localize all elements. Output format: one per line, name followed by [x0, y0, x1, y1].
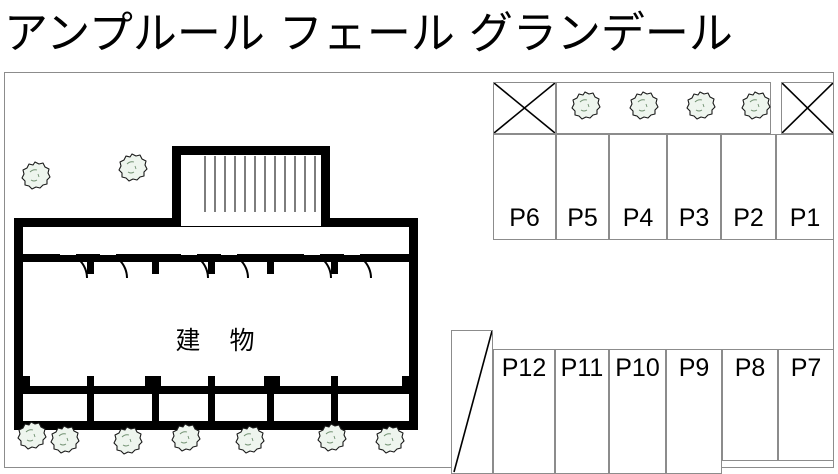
parking-stall-P6[interactable]: P6: [493, 134, 556, 240]
tree-icon: [314, 422, 348, 456]
unit-door-icon: [221, 226, 249, 278]
tree-icon: [568, 90, 602, 124]
cross-out-icon: [781, 82, 834, 134]
unit-door-icon: [304, 226, 332, 278]
corridor-wall: [14, 254, 418, 262]
parking-stall-P4[interactable]: P4: [609, 134, 667, 240]
balcony-divider: [208, 394, 215, 430]
balcony-divider: [331, 394, 338, 430]
parking-stall-P5[interactable]: P5: [556, 134, 609, 240]
balcony-post: [87, 376, 94, 394]
page-title-bar: アンプルール フェール グランデール: [0, 0, 838, 68]
parking-stall-label: P10: [615, 354, 660, 382]
parking-stall-label: P7: [790, 354, 822, 382]
stair-corridor-opening: [181, 212, 321, 226]
page-title: アンプルール フェール グランデール: [4, 8, 733, 59]
parking-stall-label: P5: [567, 204, 598, 232]
parking-stall-label: P8: [734, 354, 766, 382]
balcony-post: [145, 376, 161, 394]
building-block: 建 物: [14, 146, 418, 430]
unit-partition: [87, 262, 94, 274]
building-label: 建 物: [175, 326, 257, 355]
parking-row-top: P6 P5 P4 P3 P2 P1: [493, 82, 834, 240]
unit-door-icon: [344, 226, 372, 278]
parking-stall-label: P11: [560, 354, 604, 382]
balcony-divider: [152, 394, 159, 430]
parking-row-bottom: P12 P11 P10 P9 P8 P7: [451, 326, 834, 474]
tree-icon: [14, 420, 48, 454]
balcony-post: [208, 376, 215, 394]
tree-icon: [18, 160, 52, 194]
balcony-divider: [411, 394, 418, 430]
balcony-post: [264, 376, 280, 394]
unit-door-icon: [100, 226, 128, 278]
tree-icon: [47, 424, 81, 458]
balcony-divider: [14, 394, 21, 430]
tree-icon: [110, 425, 144, 459]
tree-icon: [626, 90, 660, 124]
staircase-icon: [204, 156, 320, 216]
unit-door-icon: [60, 226, 88, 278]
parking-stall-label: P4: [622, 204, 654, 232]
planting-strip: [556, 82, 771, 134]
parking-stall-P11[interactable]: P11: [555, 349, 609, 474]
tree-icon: [738, 90, 772, 124]
balcony-post: [331, 376, 338, 394]
parking-stall-P10[interactable]: P10: [609, 349, 666, 474]
parking-stall-P2[interactable]: P2: [721, 134, 776, 240]
parking-stall-label: P1: [789, 204, 821, 232]
ramp-icon: [451, 330, 493, 474]
parking-stall-P9[interactable]: P9: [666, 349, 722, 474]
unit-partition: [208, 262, 215, 274]
unit-partition: [331, 262, 338, 274]
parking-stall-P8[interactable]: P8: [722, 349, 778, 461]
unit-partition: [267, 262, 274, 274]
tree-icon: [115, 152, 149, 186]
tree-icon: [683, 90, 717, 124]
floor-plan: 建 物: [0, 68, 838, 474]
parking-stall-P7[interactable]: P7: [778, 349, 834, 461]
tree-icon: [372, 424, 406, 458]
tree-icon: [168, 422, 202, 456]
balcony-divider: [87, 394, 94, 430]
parking-stall-P3[interactable]: P3: [667, 134, 721, 240]
parking-stall-label: P6: [509, 204, 540, 232]
parking-stall-label: P9: [678, 354, 710, 382]
parking-stall-P12[interactable]: P12: [493, 349, 555, 474]
tree-icon: [232, 424, 266, 458]
balcony-wall-upper: [14, 386, 418, 394]
unit-door-icon: [181, 226, 209, 278]
balcony-wall-lower: [14, 421, 418, 430]
parking-stall-P1[interactable]: P1: [776, 134, 834, 240]
parking-stall-label: P12: [501, 354, 547, 382]
cross-out-icon: [493, 82, 556, 134]
parking-stall-label: P2: [733, 204, 764, 232]
unit-partition: [152, 262, 159, 274]
balcony-post: [402, 376, 418, 394]
balcony-post: [14, 376, 30, 394]
parking-stall-label: P3: [678, 204, 710, 232]
balcony-divider: [267, 394, 274, 430]
